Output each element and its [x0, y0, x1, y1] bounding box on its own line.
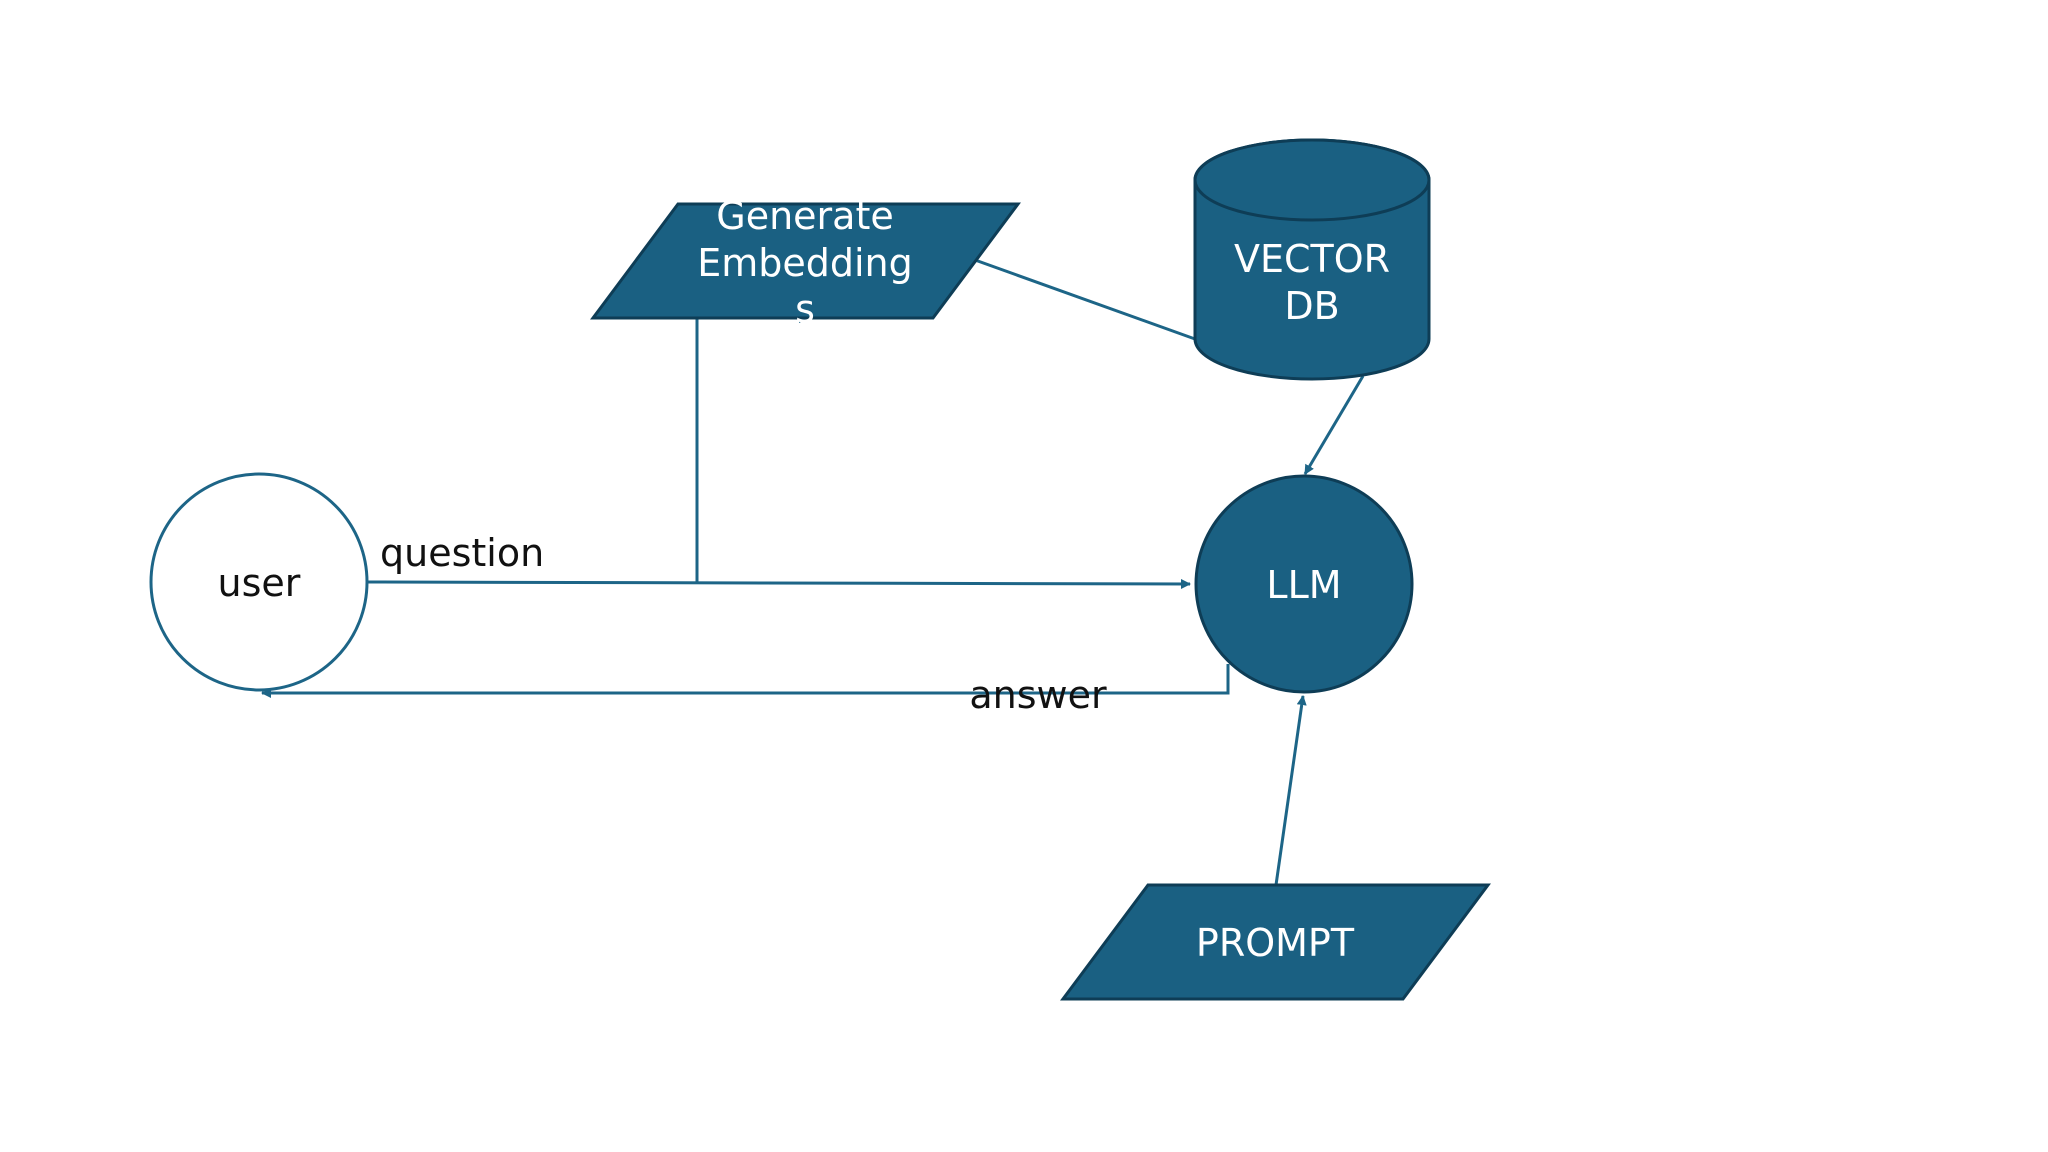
prompt-node[interactable]: PROMPT: [1060, 883, 1491, 1001]
answer-label: answer: [969, 673, 1107, 717]
vectordb-to-llm-connector: [1303, 375, 1365, 475]
prompt-to-llm-connector: [1274, 695, 1307, 886]
connectors: [261, 258, 1365, 886]
answer-connector: [261, 664, 1230, 698]
question-label: question: [380, 531, 544, 575]
generate-embeddings-label-line3: s: [795, 287, 815, 331]
generate-embeddings-parallelogram: [590, 202, 1021, 320]
llm-node[interactable]: LLM: [1194, 474, 1414, 694]
user-circle: [149, 472, 369, 692]
generate-embeddings-node[interactable]: Generate Embedding s: [590, 194, 1021, 331]
user-node[interactable]: user: [149, 472, 369, 692]
vector-db-label-line1: VECTOR: [1234, 237, 1390, 281]
vector-db-node[interactable]: VECTOR DB: [1193, 138, 1431, 381]
generate-embeddings-label-line2: Embedding: [697, 241, 913, 285]
question-connector: [366, 578, 1191, 589]
user-label: user: [218, 561, 301, 605]
llm-circle: [1194, 474, 1414, 694]
vector-db-label-line2: DB: [1284, 284, 1339, 328]
llm-label: LLM: [1266, 563, 1341, 607]
prompt-label: PROMPT: [1196, 921, 1355, 965]
generate-embeddings-label-line1: Generate: [716, 194, 893, 238]
embeddings-to-vectordb-connector: [974, 258, 1196, 341]
prompt-parallelogram: [1060, 883, 1491, 1001]
vector-db-cylinder-top: [1193, 138, 1431, 222]
